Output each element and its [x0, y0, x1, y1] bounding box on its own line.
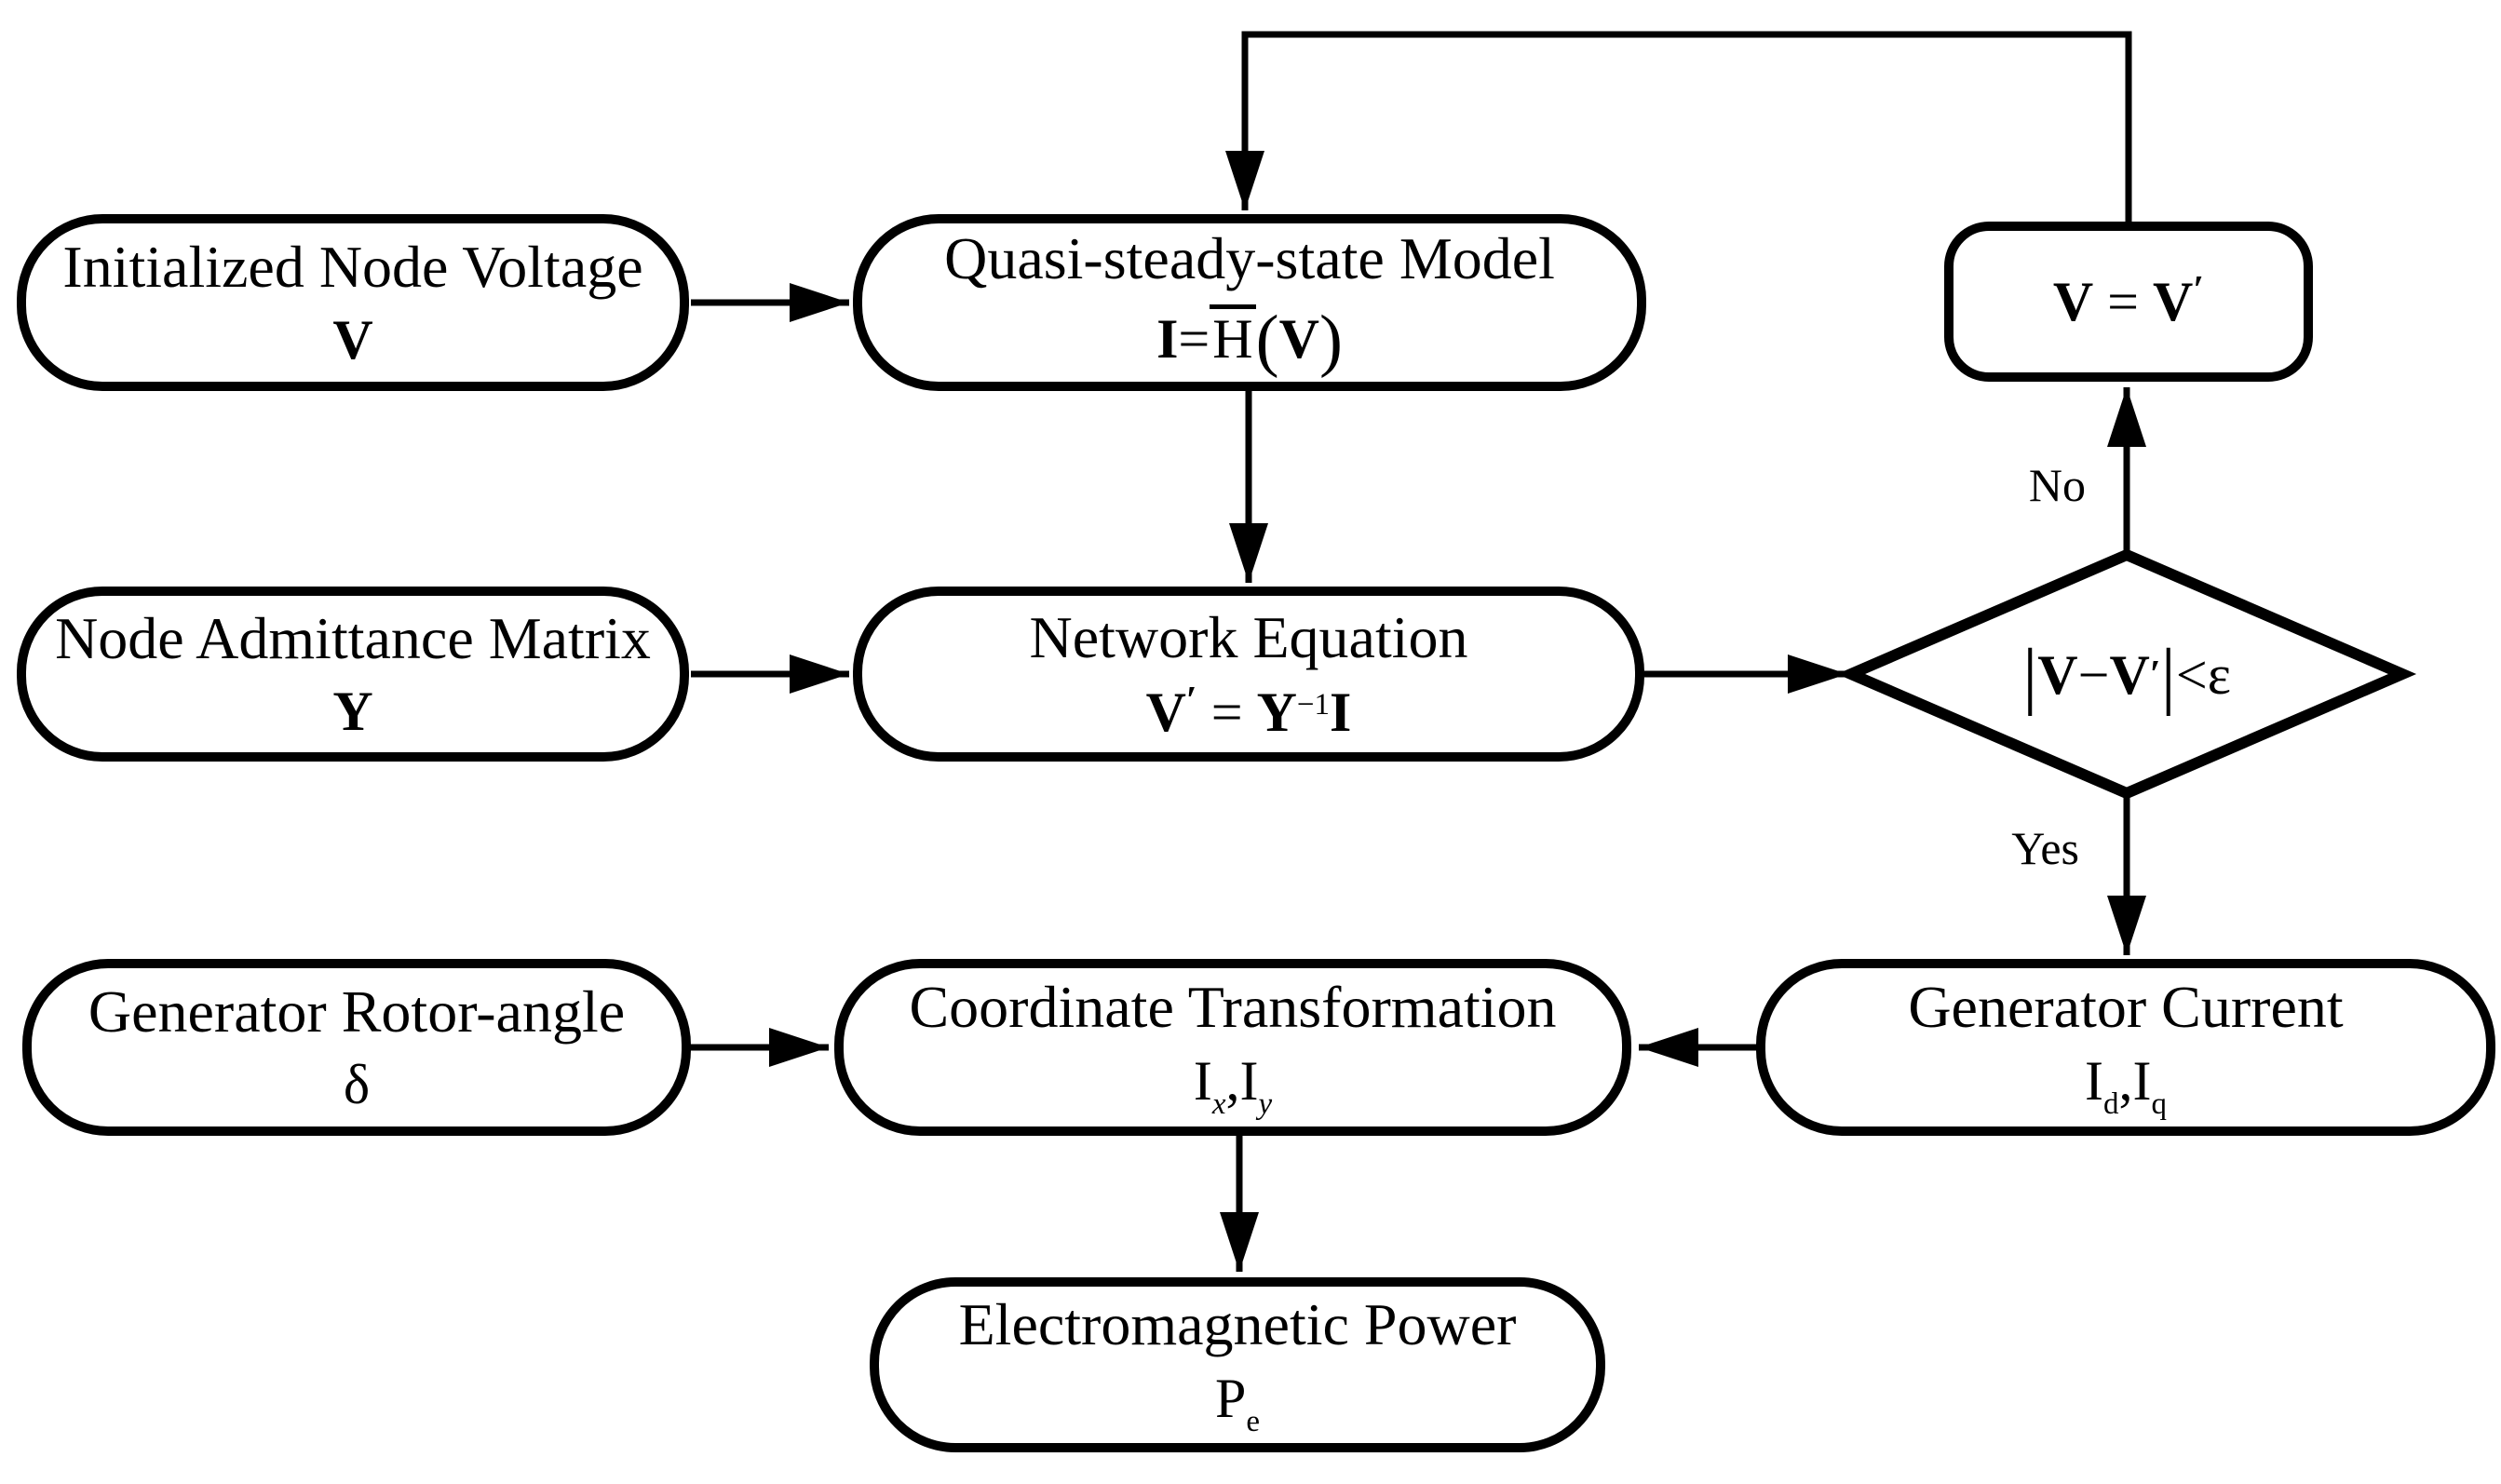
formula-prime: ′ [2149, 654, 2161, 696]
node-title: Initialized Node Voltage [62, 233, 643, 300]
formula-v2: V [2153, 271, 2194, 333]
formula-base: Y [1256, 681, 1297, 743]
formula-lhs: I [1156, 307, 1179, 370]
node-formula: Id,Iq [2085, 1048, 2167, 1123]
node-v-update: V = V′ [1944, 222, 2313, 382]
formula-equals: = [1210, 681, 1243, 743]
formula-i2: I [2132, 1049, 2152, 1112]
formula-minus: − [2077, 643, 2110, 706]
node-coordinate-transformation: Coordinate Transformation Ix,Iy [834, 959, 1631, 1136]
feedback-loop-v-update-to-qss-model [1225, 31, 2132, 222]
formula-v1: V [2052, 271, 2094, 333]
formula-sub2: y [1258, 1086, 1273, 1121]
formula-i1: I [2085, 1049, 2103, 1112]
formula-sub1: d [2103, 1086, 2119, 1121]
node-network-equation: Network Equation V′ = Y−1I [853, 587, 1644, 762]
node-symbol: δ [343, 1054, 371, 1116]
node-title: Node Admittance Matrix [55, 604, 651, 671]
node-title: Generator Rotor-angle [88, 978, 626, 1045]
formula-v2: V [2109, 643, 2150, 706]
node-symbol: Y [332, 681, 373, 743]
formula-abs-bar-right: | [2160, 632, 2176, 717]
node-convergence-decision: |V − V′| < ε [1875, 596, 2378, 754]
formula-equals: = [2107, 271, 2140, 333]
formula-abs-bar-left: | [2022, 632, 2038, 717]
formula-rhs: I [1330, 681, 1352, 743]
node-title: Electromagnetic Power [958, 1291, 1517, 1358]
node-rotor-angle: Generator Rotor-angle δ [22, 959, 691, 1136]
node-formula: Pe [1215, 1366, 1260, 1440]
formula-fn-overbar: H [1210, 304, 1256, 367]
node-title: Coordinate Transformation [909, 974, 1557, 1041]
edge-label-yes: Yes [2011, 822, 2079, 874]
formula-epsilon: ε [2207, 643, 2231, 706]
formula-p: P [1214, 1367, 1247, 1429]
formula-open-paren: ( [1255, 301, 1279, 379]
edge-label-no: No [2028, 459, 2086, 511]
node-title: Generator Current [1908, 974, 2344, 1041]
node-initialized-voltage: Initialized Node Voltage V [17, 214, 689, 391]
node-formula: I=H(V) [1156, 300, 1343, 383]
formula-v1: V [2037, 643, 2078, 706]
formula-i1: I [1193, 1049, 1212, 1112]
formula-sub2: q [2151, 1086, 2167, 1121]
formula-sub1: x [1211, 1086, 1226, 1121]
node-formula: Ix,Iy [1194, 1048, 1272, 1123]
formula-prime: ′ [1185, 679, 1197, 722]
formula-arg: V [1278, 307, 1319, 370]
node-formula: V′ = Y−1I [1146, 679, 1352, 746]
formula-i2: I [1239, 1049, 1259, 1112]
formula-close-paren: ) [1318, 301, 1343, 379]
formula-equals: = [1178, 307, 1210, 370]
formula-exponent: −1 [1296, 687, 1331, 722]
formula-sub: e [1246, 1404, 1261, 1438]
decision-diamond [1836, 548, 2417, 800]
node-electromagnetic-power: Electromagnetic Power Pe [870, 1277, 1605, 1452]
node-admittance-matrix: Node Admittance Matrix Y [17, 587, 689, 762]
node-title: Network Equation [1029, 604, 1468, 671]
formula-prime: ′ [2193, 269, 2205, 313]
formula-less-than: < [2175, 643, 2208, 706]
formula-lhs: V [1145, 681, 1186, 743]
formula-comma: , [1225, 1049, 1240, 1112]
node-title: Quasi-steady-state Model [944, 225, 1555, 291]
node-formula: V = V′ [2053, 268, 2204, 335]
node-generator-current: Generator Current Id,Iq [1756, 959, 2495, 1136]
formula-comma: , [2118, 1049, 2133, 1112]
node-symbol: V [332, 309, 373, 371]
node-qss-model: Quasi-steady-state Model I=H(V) [853, 214, 1646, 391]
